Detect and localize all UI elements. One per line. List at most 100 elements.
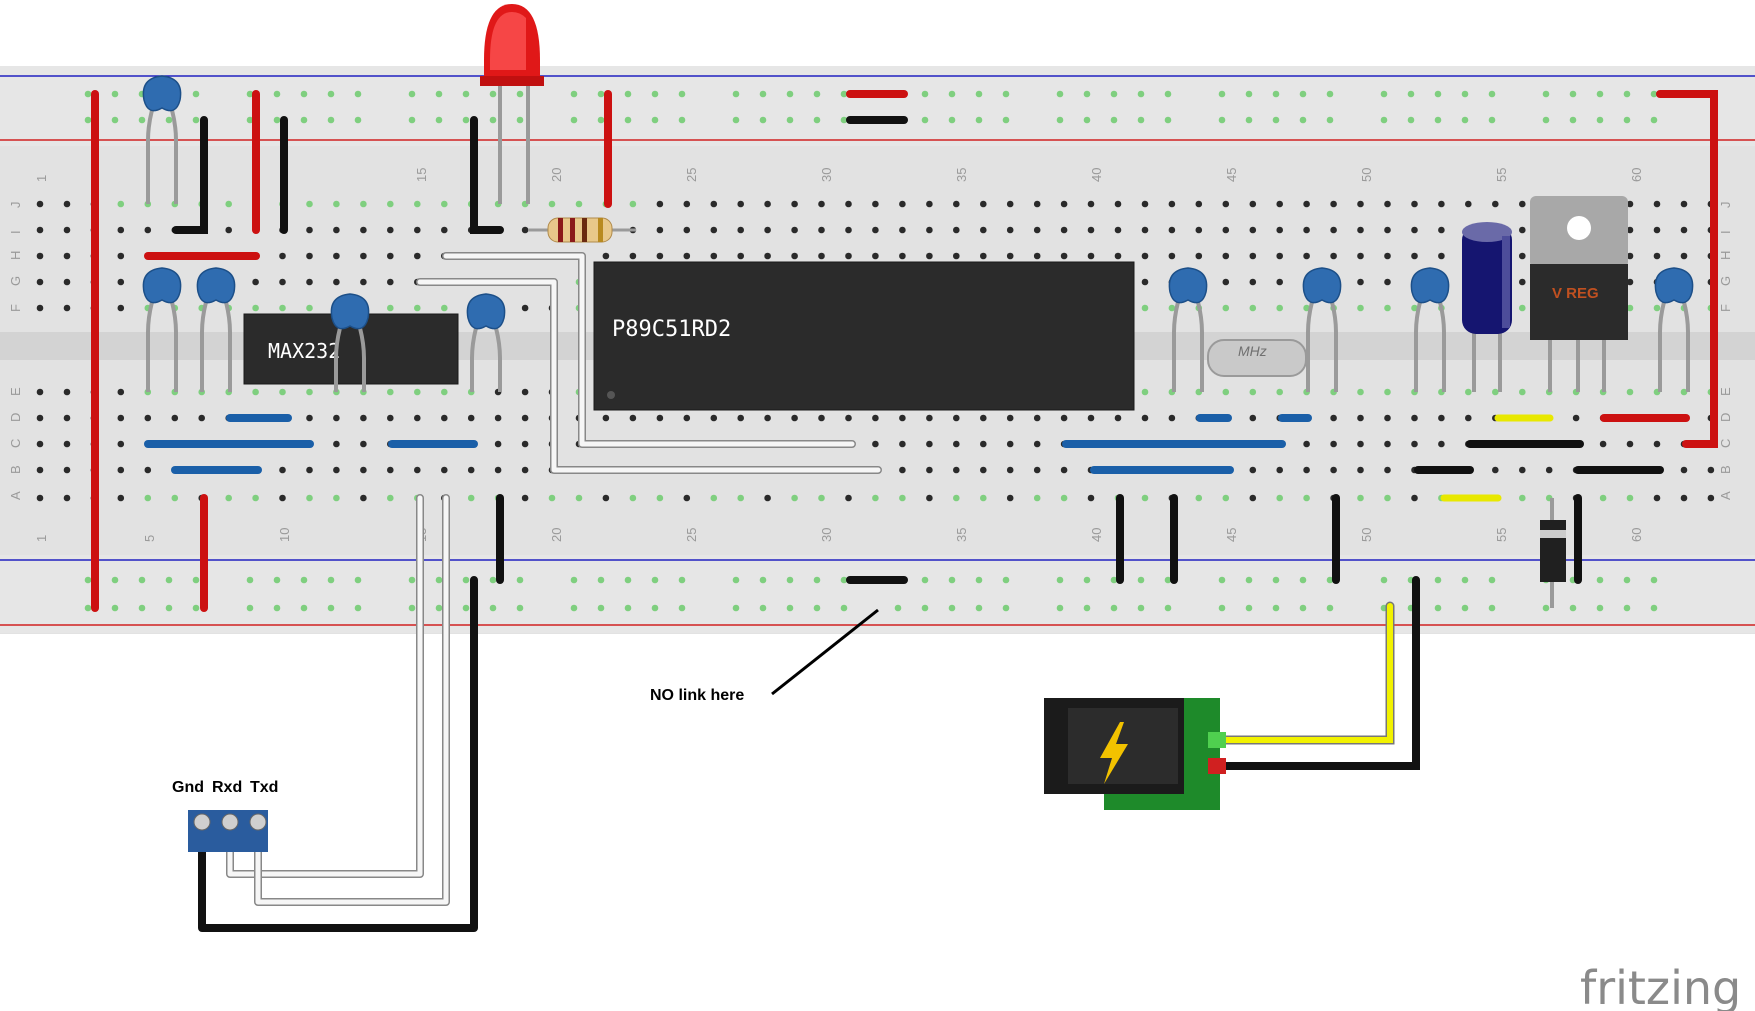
breadboard-hole [1569, 604, 1577, 612]
breadboard-hole [273, 576, 281, 584]
breadboard-hole [333, 252, 340, 260]
screw-terminal: Gnd Rxd Txd [172, 779, 278, 852]
breadboard-hole [629, 414, 637, 422]
breadboard-hole [921, 116, 929, 124]
breadboard-hole [899, 200, 906, 208]
breadboard-hole [1195, 252, 1203, 260]
breadboard-hole [387, 278, 394, 286]
breadboard-hole [489, 116, 497, 124]
breadboard-hole [360, 440, 367, 448]
breadboard-hole [570, 576, 578, 584]
ceramic-capacitors-front [330, 293, 370, 392]
breadboard-hole [570, 604, 578, 612]
breadboard-hole [306, 252, 313, 260]
breadboard-hole [1195, 226, 1203, 234]
breadboard-hole [36, 388, 44, 396]
breadboard-hole [840, 116, 848, 124]
breadboard-hole [602, 414, 610, 422]
annotation-text: NO link here [650, 687, 744, 704]
col-num-b-10: 10 [277, 528, 292, 542]
breadboard-hole [36, 200, 44, 208]
brand-logo: fritzing [1580, 961, 1741, 1011]
breadboard-hole [1596, 90, 1604, 98]
breadboard-hole [1384, 466, 1391, 474]
breadboard-hole [975, 576, 983, 584]
breadboard-hole [786, 604, 794, 612]
breadboard-hole [306, 278, 313, 286]
wire-black [1212, 576, 1420, 770]
row-letter-a-right: A [1718, 491, 1733, 500]
breadboard-hole [1114, 414, 1122, 422]
breadboard-hole [1411, 494, 1418, 502]
breadboard-hole [1141, 414, 1149, 422]
breadboard-hole [872, 414, 879, 422]
breadboard-hole [1222, 200, 1230, 208]
breadboard-hole [306, 200, 313, 208]
power-wires [91, 90, 1718, 612]
breadboard-hole [813, 90, 821, 98]
breadboard-hole [683, 414, 691, 422]
breadboard-hole [732, 116, 740, 124]
breadboard-hole [333, 200, 340, 208]
wire-black [198, 576, 478, 932]
breadboard-hole [1380, 90, 1388, 98]
breadboard-hole [138, 604, 146, 612]
breadboard-hole [354, 116, 362, 124]
col-num-35: 35 [954, 168, 969, 182]
breadboard-hole [165, 604, 173, 612]
breadboard-hole [1299, 116, 1307, 124]
breadboard-hole [899, 494, 906, 502]
breadboard-hole [1384, 278, 1391, 286]
breadboard-hole [953, 226, 960, 234]
breadboard-hole [1461, 90, 1469, 98]
breadboard-hole [1653, 252, 1661, 260]
serial-wires-board [416, 252, 882, 474]
row-letter-i: I [8, 230, 23, 234]
crystal-label: MHz [1238, 343, 1267, 359]
breadboard-hole [1164, 604, 1172, 612]
breadboard-hole [521, 414, 529, 422]
breadboard-hole [300, 90, 308, 98]
breadboard-hole [63, 226, 71, 234]
breadboard-hole [845, 200, 852, 208]
wire-white [227, 495, 423, 877]
breadboard-hole [1357, 278, 1364, 286]
breadboard-hole [845, 252, 852, 260]
breadboard-hole [36, 466, 44, 474]
breadboard-hole [1357, 466, 1364, 474]
col-num-55: 55 [1494, 168, 1509, 182]
breadboard-hole [597, 604, 605, 612]
resistor [528, 217, 636, 243]
dc-power-jack [1044, 576, 1420, 810]
breadboard-hole [1060, 226, 1068, 234]
breadboard-hole [462, 576, 470, 584]
breadboard-hole [1168, 200, 1176, 208]
annotation-pointer [771, 608, 879, 696]
breadboard-hole [435, 576, 443, 584]
breadboard-hole [980, 414, 987, 422]
breadboard-hole [818, 414, 825, 422]
breadboard-hole [597, 576, 605, 584]
breadboard-hole [273, 90, 281, 98]
wire-white [255, 495, 449, 905]
breadboard-hole [441, 304, 448, 312]
breadboard-hole [602, 252, 610, 260]
breadboard-hole [1083, 116, 1091, 124]
breadboard-hole [306, 414, 313, 422]
breadboard-hole [872, 440, 879, 448]
breadboard-hole [899, 414, 906, 422]
breadboard-hole [1330, 252, 1337, 260]
breadboard-hole [1357, 494, 1364, 502]
breadboard-hole [165, 116, 173, 124]
row-letter-j: J [8, 202, 23, 209]
breadboard-hole [1299, 90, 1307, 98]
breadboard-hole [818, 494, 825, 502]
breadboard-hole [899, 440, 906, 448]
breadboard-hole [36, 252, 44, 260]
breadboard-hole [327, 604, 335, 612]
col-num-b-30: 30 [819, 528, 834, 542]
breadboard-hole [1653, 226, 1661, 234]
breadboard-hole [1519, 388, 1526, 396]
breadboard-hole [441, 226, 448, 234]
